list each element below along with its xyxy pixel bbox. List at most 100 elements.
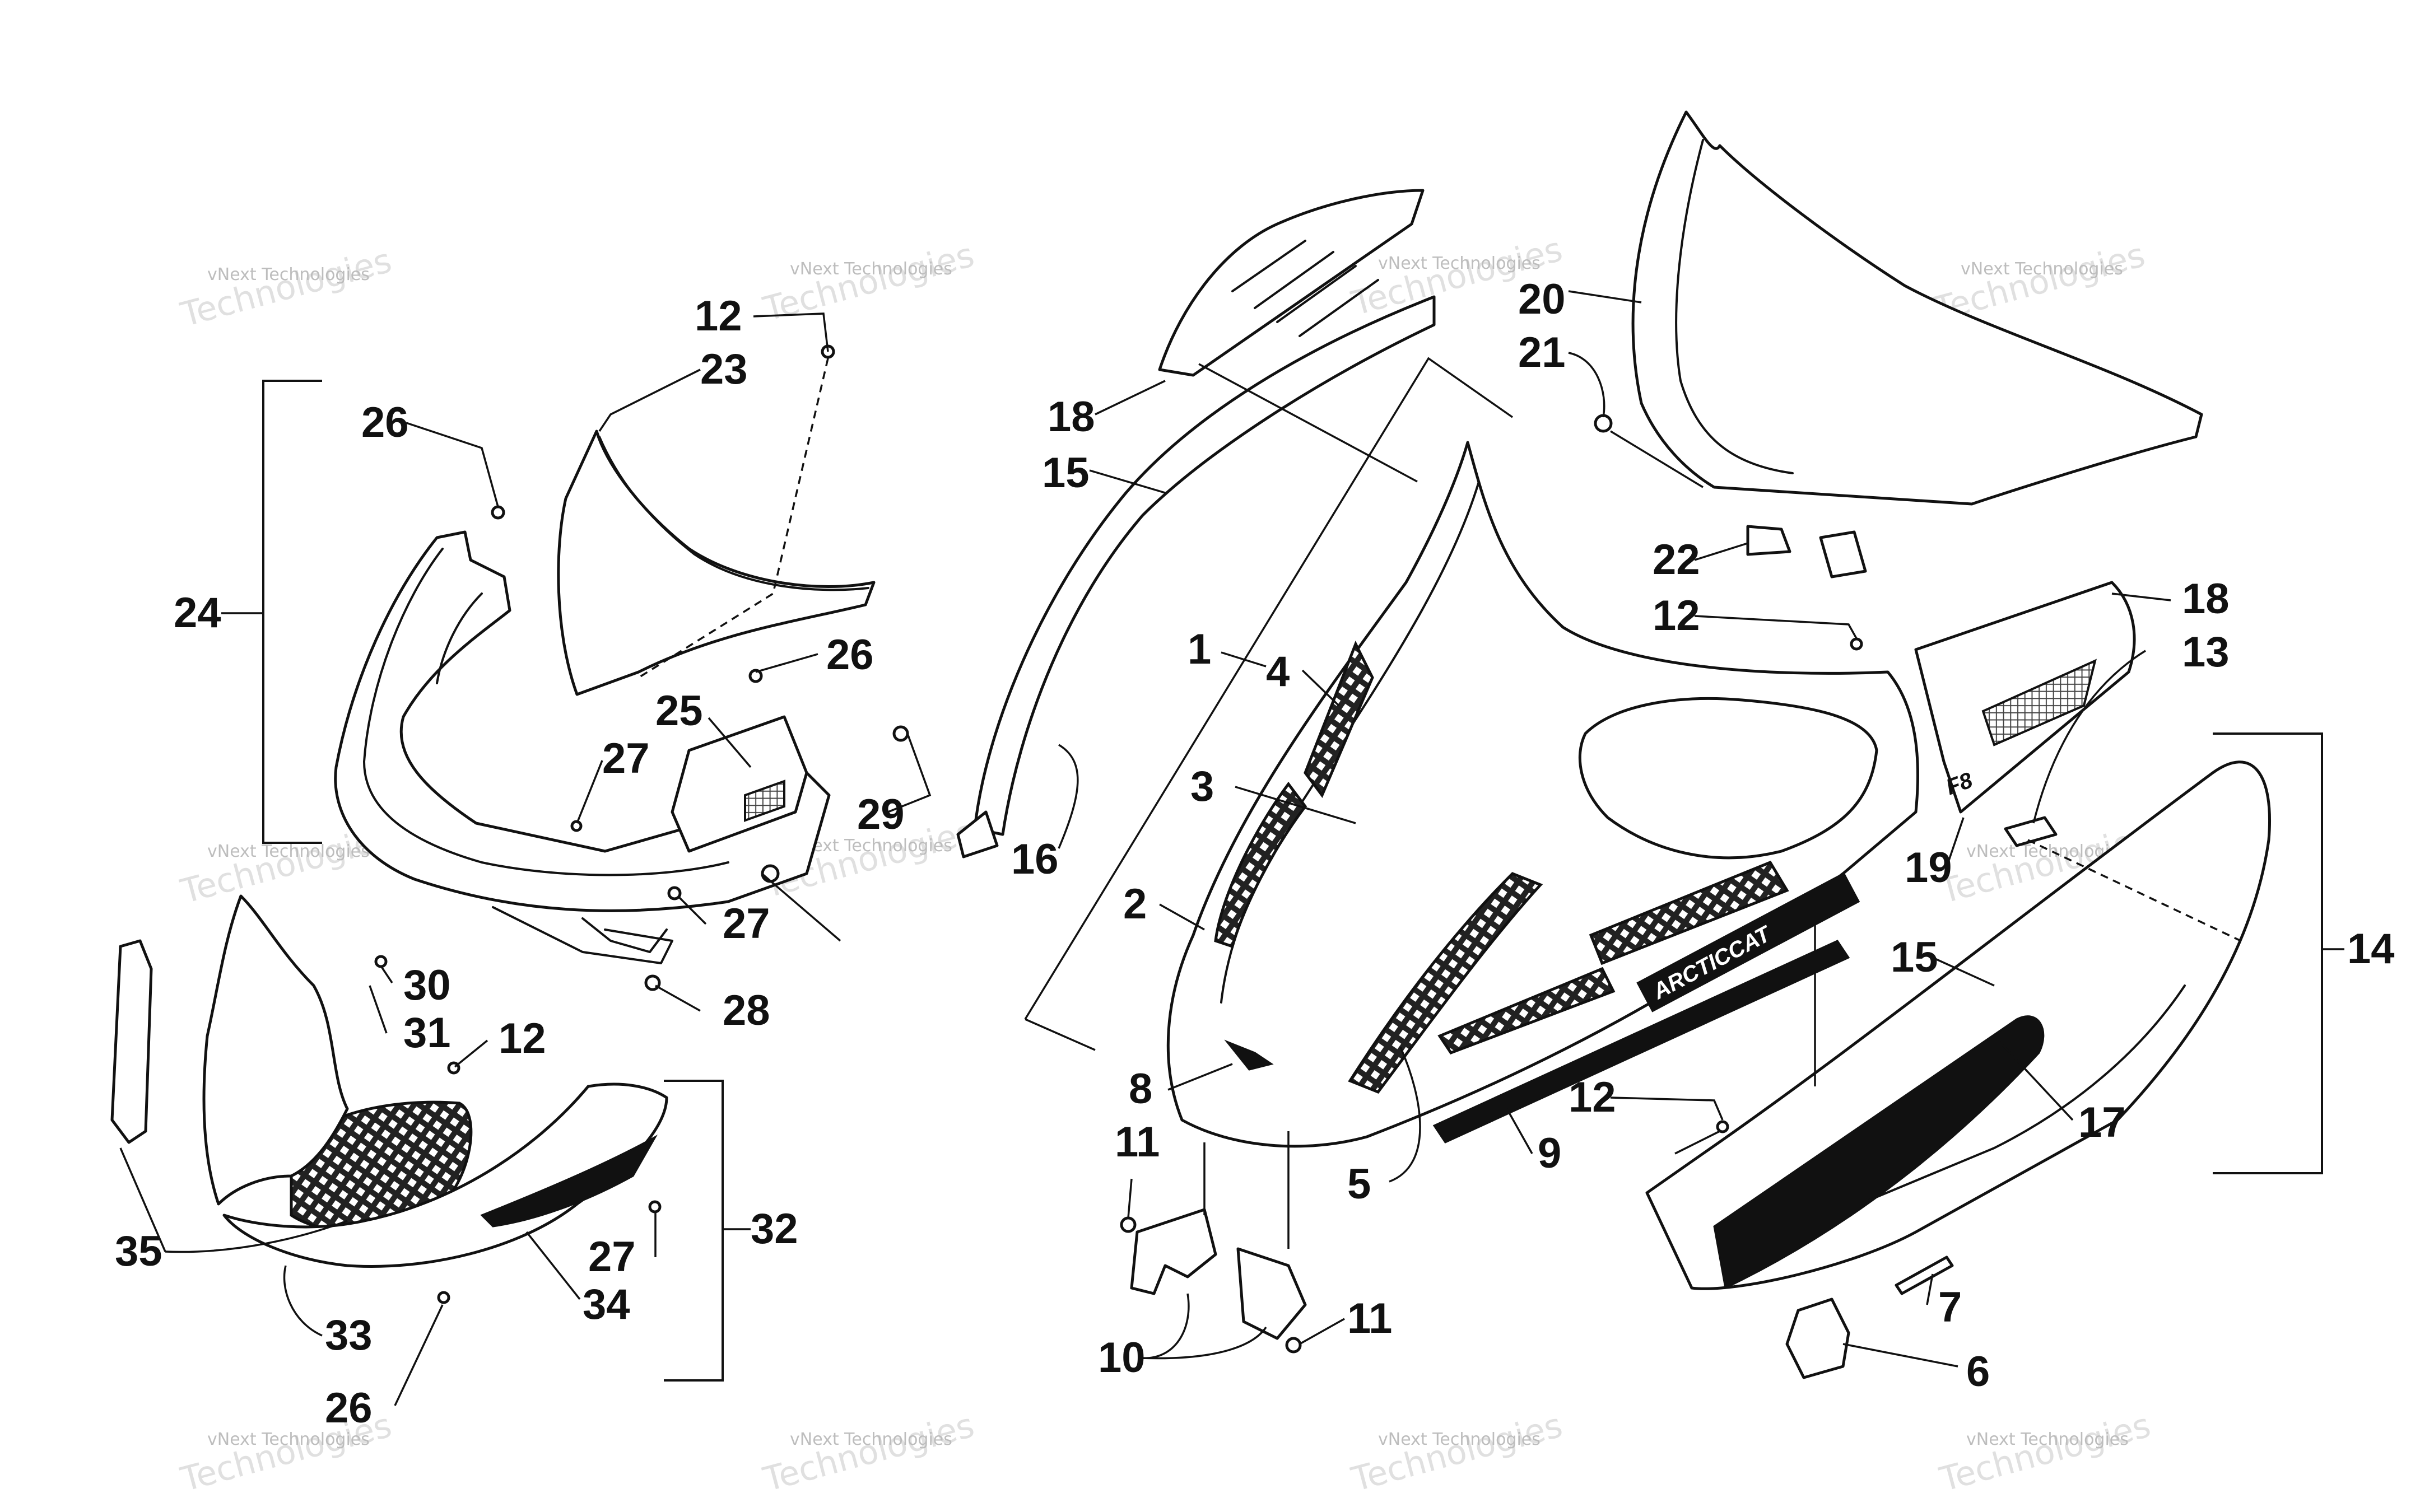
upper-nose-assembly [110, 344, 909, 1304]
watermark-text: vNext Technologies [790, 1430, 952, 1449]
callout-14: 14 [2347, 925, 2395, 973]
part-3-mesh [1214, 781, 1307, 949]
leader-30 [380, 965, 393, 983]
leader-18b [2111, 592, 2171, 601]
leader-4 [1301, 669, 1340, 707]
callout-5: 5 [1347, 1160, 1371, 1208]
right-assembly: F8 [1594, 110, 2271, 1379]
callout-10: 10 [1098, 1334, 1146, 1382]
callout-labels: 12 23 26 24 26 25 27 29 27 28 30 31 12 3… [115, 276, 2395, 1432]
leader-10b [1139, 1327, 1267, 1360]
leader-15a [1089, 469, 1166, 494]
watermark-text: vNext Technologies [790, 259, 952, 279]
part-17-edge [1859, 984, 2186, 1205]
callout-9: 9 [1538, 1130, 1561, 1177]
watermark: vNext Technologies Technologies [1935, 1406, 2154, 1500]
watermark-text: vNext Technologies [207, 265, 370, 284]
part-6-block [1785, 1298, 1850, 1379]
callout-26: 26 [361, 399, 409, 446]
callout-27: 27 [588, 1233, 636, 1281]
callout-11: 11 [1115, 1118, 1160, 1166]
callout-30: 30 [403, 962, 451, 1009]
part-5-mesh [1348, 872, 1543, 1094]
callout-20: 20 [1518, 276, 1566, 323]
part-1-hood [1166, 441, 1919, 1148]
leader-1-box [1024, 357, 1514, 1020]
callout-17: 17 [2078, 1099, 2126, 1146]
leader-7 [1926, 1273, 1934, 1305]
part-1-windshield-recess [1578, 697, 1878, 860]
leader-16 [1058, 744, 1079, 849]
callout-28: 28 [723, 987, 770, 1034]
part-25-side-inlet [671, 715, 808, 853]
leader-21b [1610, 430, 1704, 488]
callout-34: 34 [583, 1281, 630, 1328]
leader-28 [655, 984, 701, 1012]
part-15-strip [973, 295, 1436, 836]
leader-12d-b [1674, 1130, 1720, 1155]
leader-33 [283, 1265, 323, 1337]
leader-34 [525, 1231, 581, 1300]
part-5-mesh-right [1589, 860, 1789, 965]
leader-22 [1694, 542, 1748, 561]
callout-35: 35 [115, 1228, 162, 1275]
leader-11-post [1203, 1131, 1290, 1249]
part-27-rivet [667, 886, 682, 900]
part-22-clip [1819, 530, 1867, 578]
callout-7: 7 [1938, 1284, 1962, 1331]
callout-18: 18 [1048, 393, 1095, 441]
callout-26: 26 [325, 1384, 373, 1432]
callout-32: 32 [751, 1205, 798, 1253]
leader-8 [1167, 1063, 1233, 1091]
callout-15: 15 [1042, 449, 1090, 497]
leader-20 [1568, 290, 1642, 304]
callout-22: 22 [1653, 536, 1700, 584]
leader-1-box2 [1025, 1018, 1096, 1051]
part-4-mesh [1304, 640, 1374, 798]
bracket-32 [664, 1080, 724, 1382]
callout-31: 31 [403, 1009, 451, 1057]
leader-26b [755, 653, 818, 673]
leader-11b [1299, 1318, 1345, 1345]
part-33-inner [202, 894, 349, 1206]
leader-2 [1159, 903, 1205, 931]
leader-15b [1932, 956, 1995, 987]
callout-24: 24 [174, 589, 221, 637]
part-22-bracket [1746, 525, 1791, 556]
watermark-large: Technologies [1935, 1406, 2154, 1500]
part-21-fastener [1594, 414, 1613, 433]
callout-3: 3 [1190, 763, 1214, 810]
callout-12: 12 [499, 1015, 546, 1062]
leader-12d [1610, 1096, 1724, 1121]
callout-27: 27 [602, 735, 650, 782]
callout-12: 12 [1653, 592, 1700, 640]
leader-23 [598, 368, 701, 432]
part-16-trim [956, 810, 999, 858]
leader-28b [761, 872, 841, 942]
part-28-grommet [761, 864, 780, 883]
decal-band [1636, 872, 1860, 1012]
leader-29 [885, 733, 932, 814]
part-35-trim [110, 939, 153, 1144]
part-8-emblem [1224, 1039, 1274, 1071]
leader-21 [1568, 352, 1605, 418]
leader-6 [1842, 1343, 1958, 1368]
leader-13 [2032, 650, 2146, 824]
callout-1: 1 [1188, 626, 1211, 673]
watermark: vNext Technologies Technologies [1347, 1406, 1566, 1500]
callout-29: 29 [857, 791, 905, 838]
callout-23: 23 [700, 346, 748, 393]
part-11-grommet [1285, 1337, 1302, 1354]
watermark-text: vNext Technologies [207, 1430, 370, 1449]
part-9-stripe [1432, 940, 1850, 1144]
leader-35b [119, 1147, 166, 1252]
callout-33: 33 [325, 1312, 373, 1359]
part-26-screw [491, 505, 505, 520]
leader-19 [1946, 817, 1965, 867]
leader-27a [576, 760, 603, 824]
leader-12c [1694, 615, 1858, 639]
part-5-mesh-lower [1437, 967, 1616, 1055]
callout-25: 25 [655, 687, 703, 735]
leader-10 [1139, 1293, 1190, 1359]
